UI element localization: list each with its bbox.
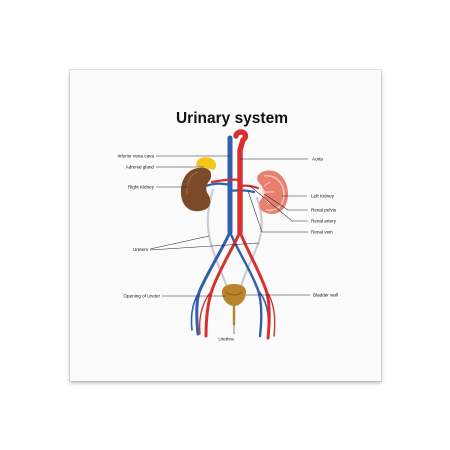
diagram-title: Urinary system <box>176 110 288 127</box>
label-right-kidney: Right Kidney <box>128 185 155 190</box>
left-kidney-graphic <box>257 170 288 214</box>
urinary-system-diagram: Urinary system <box>117 110 338 342</box>
label-aorta: Aorta <box>312 157 323 162</box>
label-renal-artery: Renal artery <box>311 219 337 224</box>
leader-ureters-a <box>149 235 210 250</box>
arteries-graphic <box>198 129 276 340</box>
label-opening-of-ureter: Opening of Ureter <box>123 294 160 299</box>
label-renal-pelvis: Renal pelvis <box>311 208 337 213</box>
veins-graphic <box>190 135 270 338</box>
label-left-kidney: Left Kidney <box>311 194 335 199</box>
right-kidney-graphic <box>180 167 212 212</box>
leader-renal-pelvis <box>263 193 308 211</box>
art-board: Urinary system <box>70 70 381 381</box>
leader-ureters-b <box>149 242 260 251</box>
label-urethra: Urethra <box>218 337 234 342</box>
bladder-graphic <box>222 284 246 306</box>
leader-renal-artery <box>249 185 308 222</box>
label-adrenal-gland: Adrenal gland <box>126 165 155 170</box>
leader-renal-vein <box>247 190 308 233</box>
label-renal-vein: Renal vein <box>311 230 333 235</box>
label-inferior-vena-cava: Inferior vena cava <box>117 154 154 159</box>
leader-lines <box>149 155 310 334</box>
label-ureters: Ureters <box>133 247 149 252</box>
label-bladder-wall: Bladder wall <box>313 293 338 298</box>
